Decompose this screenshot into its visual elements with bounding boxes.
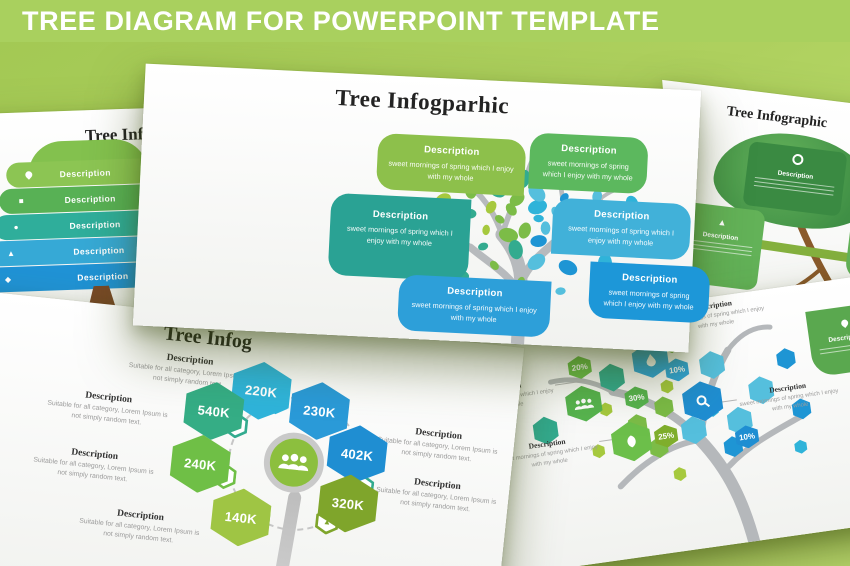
title-banner: TREE DIAGRAM FOR POWERPOINT TEMPLATE [0,0,850,42]
callout-middle-right: Description sweet mornings of spring whi… [550,197,692,260]
callout-middle-left: Description sweet mornings of spring whi… [327,192,472,282]
people-icon [278,453,309,472]
description-block: Description Suitable for all category, L… [47,390,168,427]
hub-circle [260,429,327,496]
callout-bottom-right: Description sweet mornings of spring whi… [587,261,711,323]
chat-icon: ● [13,222,19,232]
coin-icon: ◆ [4,274,12,285]
center-callout: Description [742,141,848,217]
description-block: Description Suitable for all category, L… [375,477,497,514]
description-block: Description Suitable for all category, L… [377,427,498,464]
tree-layer: Description [5,157,159,189]
banner-title: TREE DIAGRAM FOR POWERPOINT TEMPLATE [22,5,660,36]
plant-icon: ▲ [6,248,16,259]
callout-top-right: Description sweet mornings of spring whi… [528,132,649,194]
drop-icon [20,169,36,180]
people-icon [572,396,596,412]
callout-bottom-left: Description sweet mornings of spring whi… [397,274,552,338]
description-block: Description Suitable for all category, L… [78,508,200,545]
drop-hexagon [628,339,673,380]
slide-hex-tree[interactable]: 20% 30% 10% 25% 10% Description sweet mo… [423,270,850,566]
magnifier-hexagon [678,378,727,424]
slide-main-tree[interactable]: Tree Infogparhic Description sweet morni… [132,63,711,353]
drop-icon [839,318,850,329]
description-block: Description Suitable for all category, L… [33,447,154,484]
drop-icon [643,352,658,368]
people-hexagon [562,383,607,424]
slide-hub-diagram[interactable]: Tree Infog ▲●■●◆▲■● 220K 230K 540K 402K … [0,289,525,566]
leaf-hexagon [607,419,656,465]
slide-title: Tree Infographic [725,104,828,132]
magnifier-icon [694,393,711,410]
layer-icon: ■ [18,196,24,206]
triangle-icon: ▲ [717,216,728,228]
refresh-icon [791,153,804,166]
leaf-icon [624,433,640,450]
callout-top-left: Description sweet mornings of spring whi… [375,133,527,196]
